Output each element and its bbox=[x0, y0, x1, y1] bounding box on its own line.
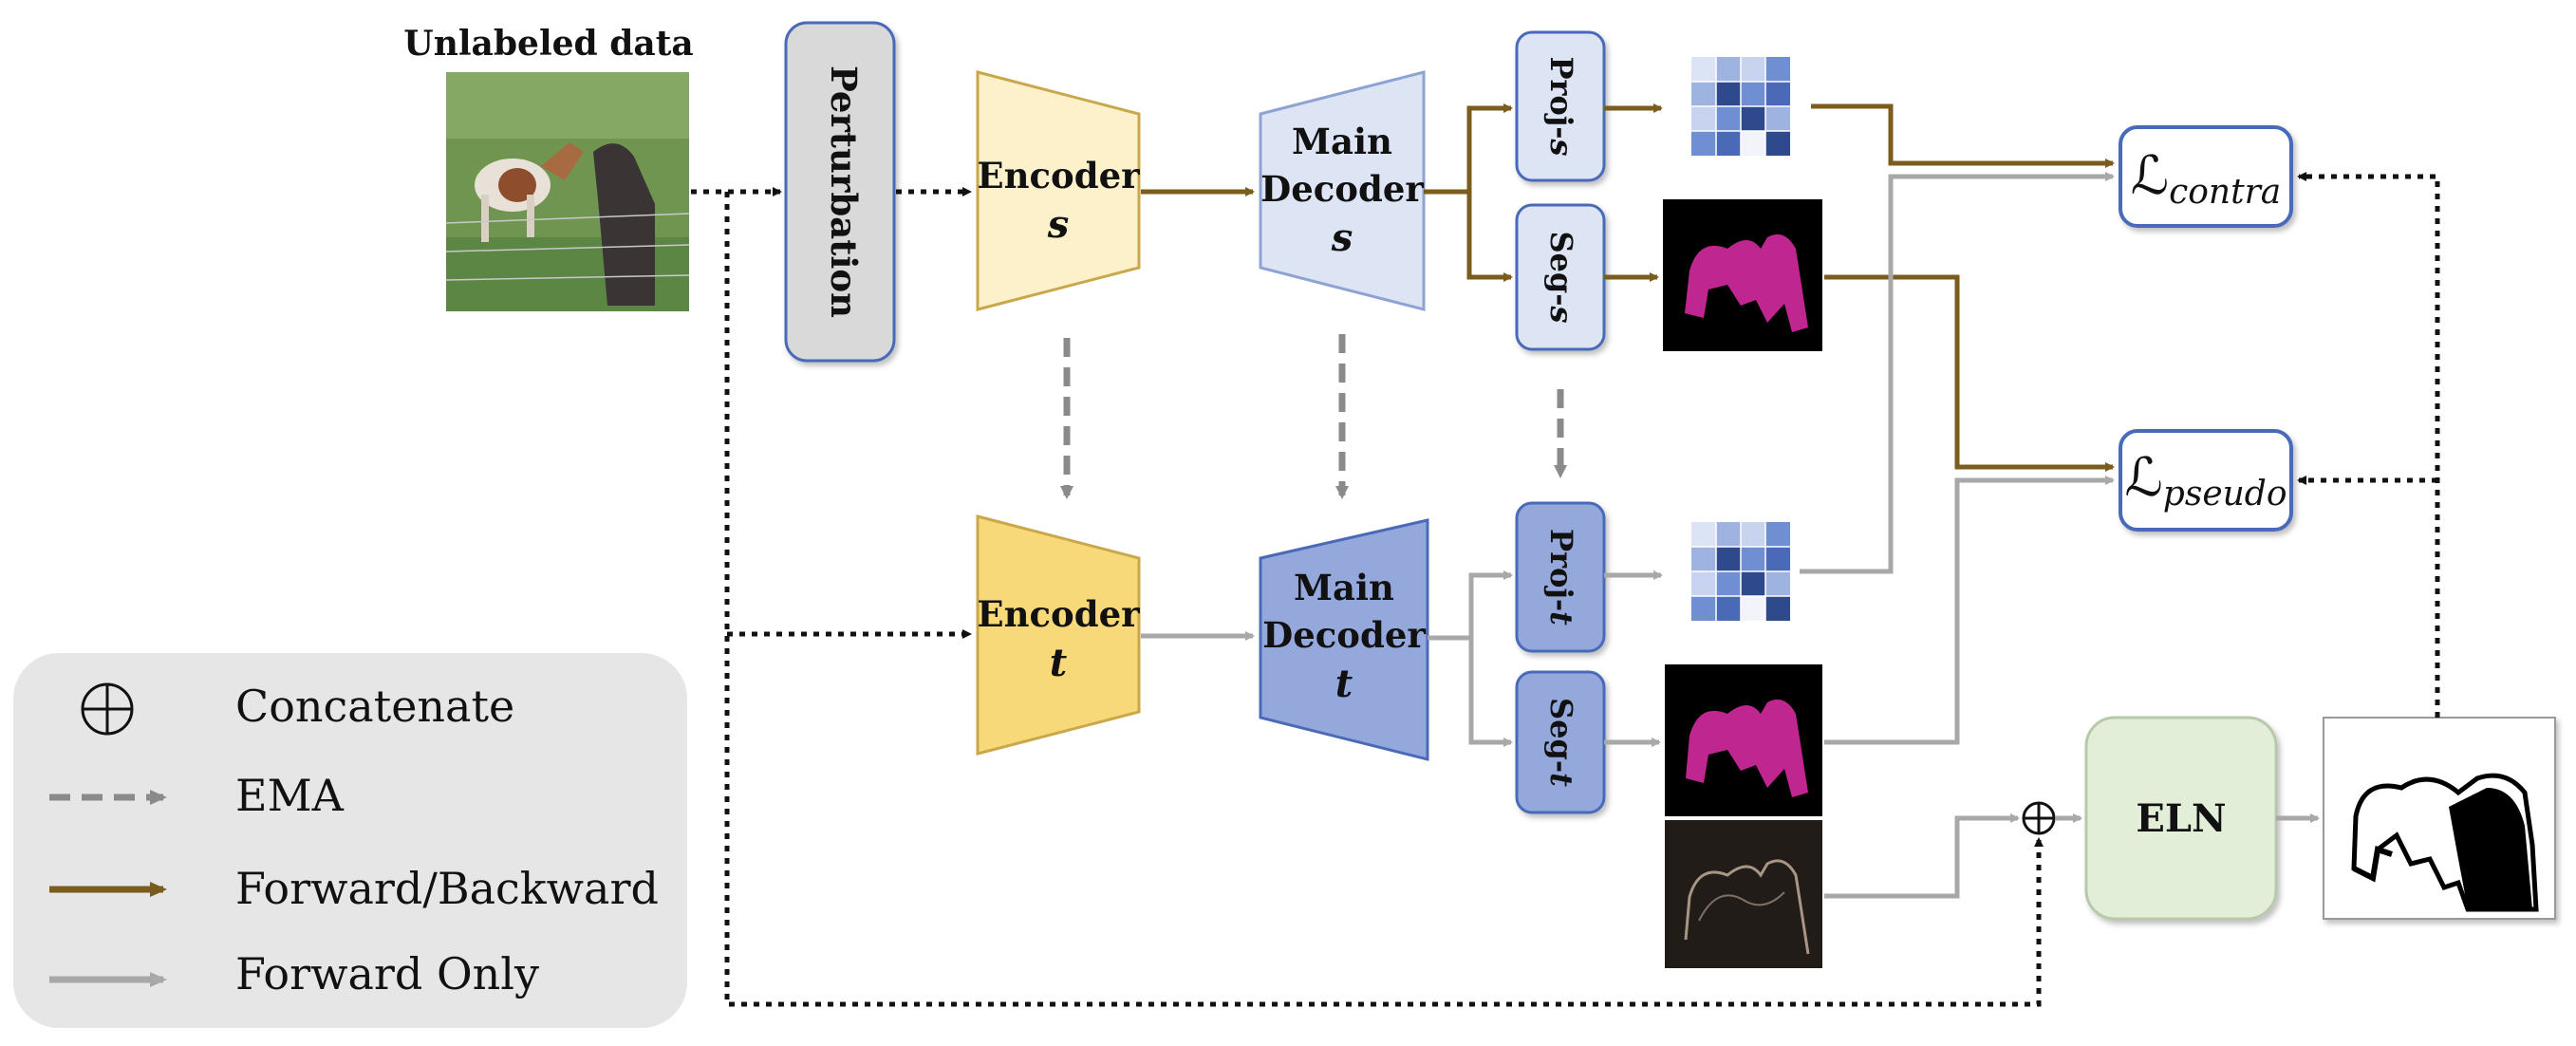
encoder-t-subscript: t bbox=[1050, 641, 1068, 685]
binary-mask bbox=[2323, 717, 2556, 920]
proj-s-label: Proj-s bbox=[1543, 56, 1579, 156]
seg-s-label: Seg-s bbox=[1543, 231, 1579, 323]
loss-contra-label: ℒcontra bbox=[2131, 145, 2282, 212]
legend-forward-only-label: Forward Only bbox=[235, 948, 539, 999]
feature-grid-t-icon bbox=[1691, 522, 1790, 621]
ema-connections bbox=[1060, 334, 1567, 499]
decoder-s-label-line2: Decoder bbox=[1260, 168, 1424, 210]
loss-pseudo-label: ℒpseudo bbox=[2124, 447, 2287, 514]
encoder-s-label: Encoder bbox=[977, 155, 1140, 196]
legend-background bbox=[13, 653, 687, 1028]
proj-t-label: Proj-t bbox=[1543, 529, 1579, 626]
uncertainty-map bbox=[1665, 820, 1822, 968]
eln-label: ELN bbox=[2136, 796, 2226, 841]
decoder-s-subscript: s bbox=[1331, 215, 1353, 260]
seg-t-label: Seg-t bbox=[1543, 698, 1579, 787]
legend-forward-backward-label: Forward/Backward bbox=[235, 863, 659, 914]
segmentation-map-t bbox=[1665, 664, 1822, 816]
concatenate-operator-icon bbox=[2022, 801, 2056, 835]
perturbation-label: Perturbation bbox=[823, 65, 865, 318]
decoder-t-subscript: t bbox=[1335, 662, 1353, 706]
encoder-s-subscript: s bbox=[1047, 202, 1070, 247]
input-image bbox=[445, 72, 690, 311]
encoder-s-shape bbox=[976, 70, 1141, 311]
legend-concatenate-label: Concatenate bbox=[235, 681, 514, 732]
input-title: Unlabeled data bbox=[403, 24, 693, 64]
perturbation-box bbox=[784, 21, 896, 363]
dotted-connections bbox=[691, 172, 2440, 1007]
decoder-t-label-line2: Decoder bbox=[1262, 614, 1426, 656]
decoder-s-shape bbox=[1259, 70, 1426, 311]
decoder-s-label-line1: Main bbox=[1292, 121, 1392, 162]
legend: Concatenate EMA Forward/Backward Forward… bbox=[13, 653, 687, 1028]
encoder-t-label: Encoder bbox=[977, 593, 1140, 635]
forward-only-connections bbox=[1141, 172, 2320, 899]
loss-contra-box bbox=[2119, 125, 2293, 228]
concatenate-icon bbox=[81, 682, 134, 736]
decoder-t-shape bbox=[1259, 518, 1429, 761]
encoder-t-shape bbox=[976, 514, 1141, 756]
decoder-t-label-line1: Main bbox=[1294, 567, 1394, 608]
loss-pseudo-box bbox=[2119, 429, 2293, 532]
segmentation-map-s bbox=[1663, 199, 1822, 351]
legend-ema-label: EMA bbox=[235, 770, 345, 821]
feature-grid-s-icon bbox=[1691, 57, 1790, 156]
